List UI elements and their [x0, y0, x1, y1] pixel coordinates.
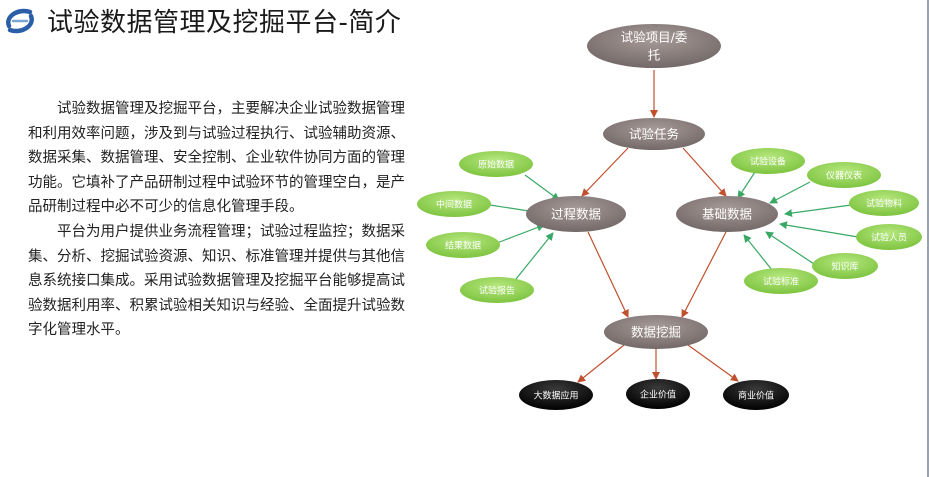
node-base-data: 基础数据	[676, 196, 778, 232]
node-enterprise-value-label: 企业价值	[640, 389, 676, 401]
edge-report-process	[511, 232, 554, 285]
edge-mining-bigdata	[577, 344, 625, 383]
edge-task-process	[581, 147, 629, 197]
node-project-label-line2: 托	[648, 48, 661, 63]
logo-icon	[6, 8, 34, 34]
node-result-data-label: 结果数据	[445, 240, 481, 252]
node-project: 试验项目/委 托	[587, 24, 721, 68]
edge-raw-process	[524, 174, 560, 201]
node-business-value-label: 商业价值	[738, 390, 774, 402]
node-instruments: 仪器仪表	[807, 162, 881, 188]
node-knowledge-base-label: 知识库	[831, 261, 858, 273]
node-mining-label: 数据挖掘	[631, 325, 681, 340]
node-test-report-label: 试验报告	[479, 285, 515, 297]
node-test-materials-label: 试验物料	[866, 198, 902, 210]
node-test-equipment-label: 试验设备	[750, 156, 786, 168]
edge-knowledge-base	[765, 231, 818, 267]
edge-materials-base	[784, 204, 852, 218]
node-base-data-label: 基础数据	[702, 207, 752, 222]
node-test-standards: 试验标准	[744, 268, 818, 294]
node-raw-data-label: 原始数据	[478, 159, 514, 171]
intro-paragraph: 试验数据管理及挖掘平台，主要解决企业试验数据管理和利用效率问题，涉及到与试验过程…	[28, 101, 405, 216]
node-task: 试验任务	[603, 118, 705, 150]
node-test-materials: 试验物料	[849, 190, 919, 216]
node-process-data-label: 过程数据	[551, 207, 601, 222]
edge-process-mining	[587, 231, 629, 318]
intro-text: 试验数据管理及挖掘平台，主要解决企业试验数据管理和利用效率问题，涉及到与试验过程…	[28, 97, 406, 343]
edge-standards-base	[743, 234, 773, 271]
node-business-value: 商业价值	[723, 380, 789, 410]
node-test-report: 试验报告	[460, 277, 534, 303]
node-test-equipment: 试验设备	[731, 148, 805, 174]
node-task-label: 试验任务	[629, 127, 679, 142]
edge-result-process	[496, 223, 545, 244]
page-title: 试验数据管理及挖掘平台-简介	[47, 8, 402, 38]
node-big-data-app: 大数据应用	[519, 380, 593, 410]
slide-edge	[927, 0, 929, 477]
node-enterprise-value: 企业价值	[626, 379, 690, 409]
node-process-data: 过程数据	[526, 196, 626, 232]
edge-mining-business	[687, 344, 739, 382]
edge-personnel-base	[779, 221, 859, 238]
header: 试验数据管理及挖掘平台-简介	[0, 0, 929, 40]
node-intermediate-data: 中间数据	[417, 191, 491, 217]
node-raw-data: 原始数据	[459, 151, 533, 177]
node-test-personnel-label: 试验人员	[871, 232, 907, 244]
edge-instruments-base	[769, 181, 811, 204]
edge-task-base	[682, 147, 727, 197]
node-intermediate-data-label: 中间数据	[436, 199, 472, 211]
edge-base-mining	[681, 231, 727, 318]
edge-equipment-base	[737, 171, 756, 199]
node-mining: 数据挖掘	[604, 315, 708, 349]
node-instruments-label: 仪器仪表	[826, 170, 862, 182]
node-test-standards-label: 试验标准	[763, 276, 799, 288]
node-result-data: 结果数据	[426, 232, 500, 258]
intro-paragraph: 平台为用户提供业务流程管理；试验过程监控；数据采集、分析、挖掘试验资源、知识、标…	[28, 223, 405, 339]
node-big-data-app-label: 大数据应用	[533, 390, 578, 402]
node-knowledge-base: 知识库	[812, 253, 878, 279]
node-test-personnel: 试验人员	[856, 224, 922, 250]
node-project-label-line1: 试验项目/委	[621, 30, 688, 45]
